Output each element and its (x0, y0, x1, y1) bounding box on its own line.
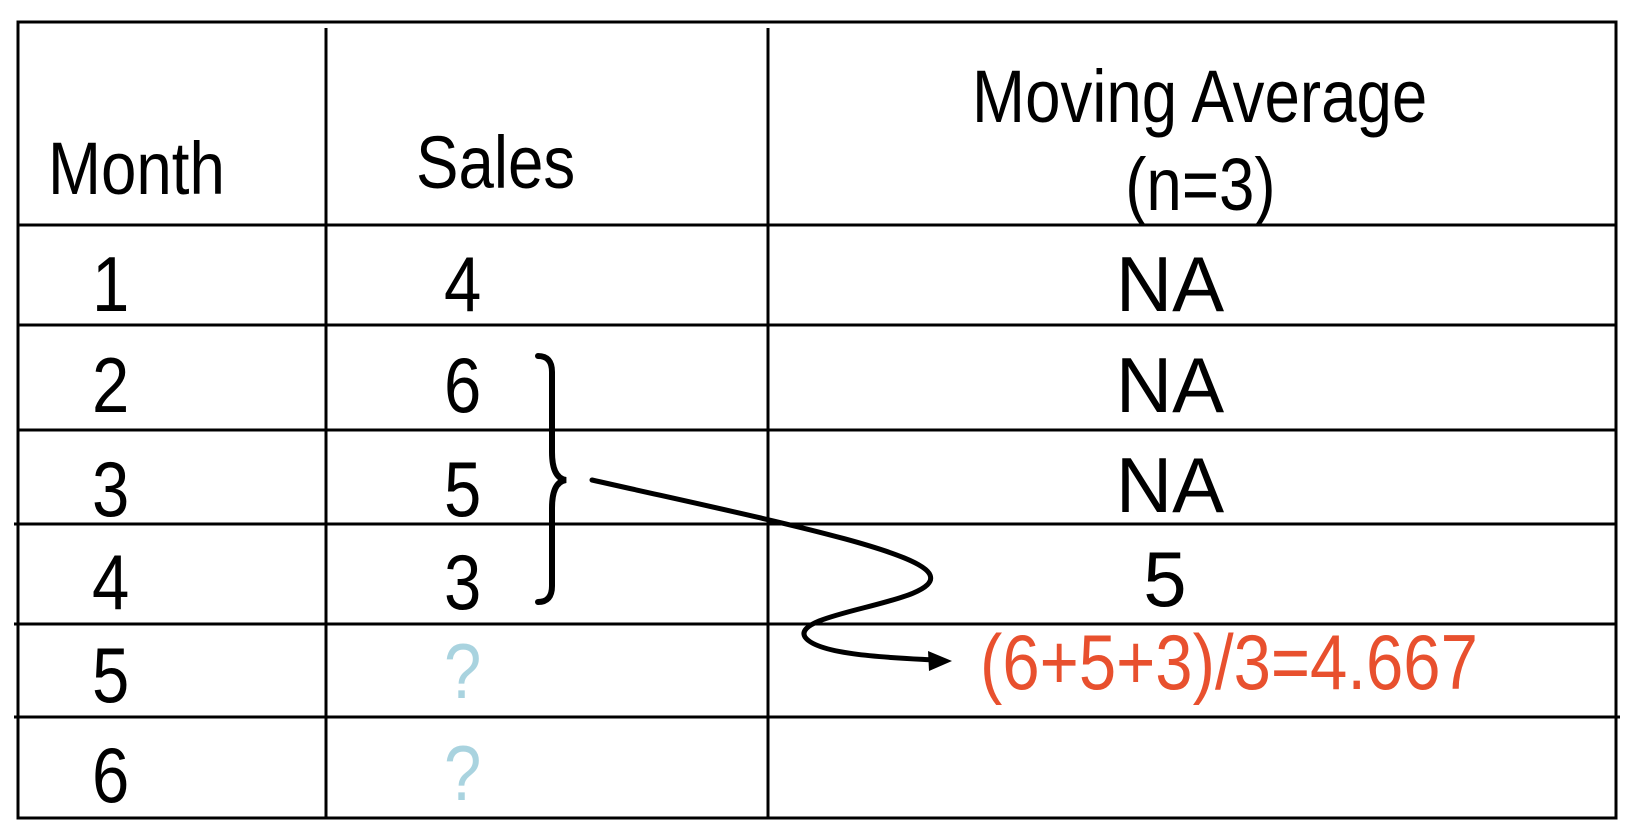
header-sales: Sales (416, 121, 576, 204)
table-border (16, 20, 1618, 820)
sales-cell-3: 5 (444, 445, 482, 533)
moving-average-cell-4: 5 (1143, 535, 1187, 623)
curved-arrow-icon (589, 477, 938, 663)
sales-cell-5-unknown: ? (444, 627, 482, 715)
header-moving-average-n: (n=3) (770, 148, 1630, 222)
moving-average-formula: (6+5+3)/3=4.667 (980, 618, 1478, 706)
header-moving-average: Moving Average (770, 60, 1630, 134)
month-cell-1: 1 (92, 240, 130, 328)
moving-average-cell-3: NA (1115, 441, 1225, 529)
month-cell-4: 4 (92, 538, 130, 626)
sales-cell-2: 6 (444, 341, 482, 429)
sales-cell-4: 3 (444, 538, 482, 626)
header-moving-average-line1: Moving Average (972, 55, 1428, 138)
header-moving-average-line2: (n=3) (1124, 143, 1276, 226)
header-month: Month (48, 127, 225, 210)
sales-cell-1: 4 (444, 240, 482, 328)
month-cell-2: 2 (92, 341, 130, 429)
month-cell-3: 3 (92, 445, 130, 533)
month-cell-6: 6 (92, 731, 130, 819)
right-brace-icon (535, 353, 567, 605)
arrowhead-icon (928, 651, 952, 671)
month-cell-5: 5 (92, 631, 130, 719)
sales-cell-6-unknown: ? (444, 729, 482, 817)
moving-average-cell-1: NA (1115, 240, 1225, 328)
moving-average-cell-2: NA (1115, 341, 1225, 429)
